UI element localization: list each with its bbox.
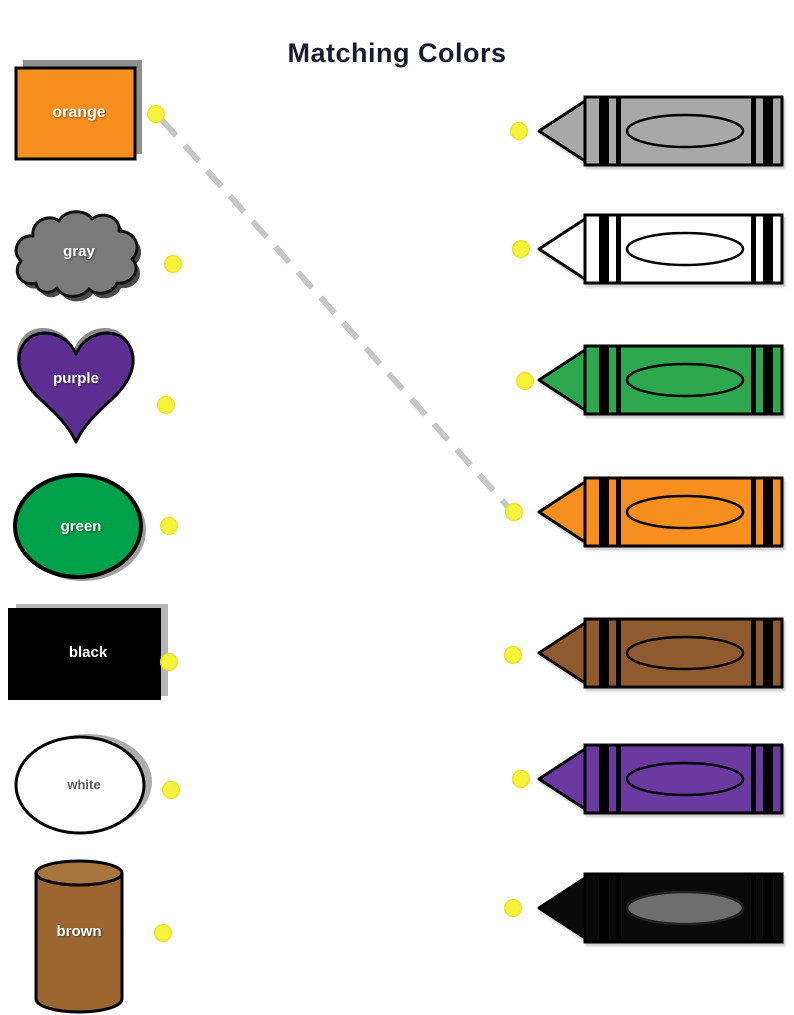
crayon-tip	[537, 621, 587, 685]
square-shape	[14, 66, 137, 161]
crayon-stripe	[616, 97, 621, 165]
crayon-stripe	[751, 619, 756, 687]
crayon-stripe	[616, 619, 621, 687]
crayon-tip	[537, 99, 587, 163]
ellipse-shape	[14, 735, 146, 835]
shape-purple-heart: purple	[8, 318, 144, 452]
shape-black-rectangle: black	[8, 604, 168, 700]
crayon-stripe	[763, 478, 773, 546]
crayon-tip	[537, 876, 587, 940]
dot-shape-black[interactable]	[160, 653, 178, 671]
connection-line-orange-to-orange-crayon	[159, 118, 511, 509]
heart-shape	[17, 331, 135, 444]
dot-shape-orange[interactable]	[147, 105, 165, 123]
dot-crayon-black[interactable]	[504, 899, 522, 917]
crayon-label-ellipse	[625, 494, 745, 530]
dot-shape-brown[interactable]	[154, 924, 172, 942]
dot-shape-white[interactable]	[162, 781, 180, 799]
ellipse-shape	[13, 473, 143, 579]
cylinder-body	[34, 872, 124, 1014]
crayon-label-ellipse	[625, 113, 745, 149]
cylinder-top	[34, 859, 124, 887]
dot-shape-purple[interactable]	[157, 396, 175, 414]
crayon-black	[535, 869, 787, 947]
crayon-orange	[535, 473, 787, 551]
cloud-shape	[14, 210, 139, 298]
crayon-tip	[537, 747, 587, 811]
crayon-stripe	[751, 478, 756, 546]
crayon-stripe	[616, 745, 621, 813]
crayon-label-ellipse	[625, 362, 745, 398]
crayon-stripe	[763, 215, 773, 283]
crayon-green	[535, 341, 787, 419]
crayon-stripe	[763, 874, 773, 942]
crayon-tip	[537, 348, 587, 412]
shape-white-ellipse: white	[12, 732, 156, 838]
crayon-gray	[535, 92, 787, 170]
crayon-stripe	[763, 619, 773, 687]
crayon-stripe	[763, 346, 773, 414]
shape-gray-cloud: gray	[10, 203, 148, 303]
crayon-stripe	[751, 215, 756, 283]
dot-crayon-brown[interactable]	[504, 646, 522, 664]
dot-shape-gray[interactable]	[164, 255, 182, 273]
dot-crayon-orange[interactable]	[505, 503, 523, 521]
crayon-stripe	[763, 745, 773, 813]
crayon-white	[535, 210, 787, 288]
crayon-stripe	[751, 745, 756, 813]
shape-orange-square: orange	[14, 60, 144, 162]
crayon-stripe	[751, 346, 756, 414]
crayon-stripe	[599, 619, 609, 687]
crayon-stripe	[599, 97, 609, 165]
dot-crayon-purple[interactable]	[512, 770, 530, 788]
dot-crayon-green[interactable]	[516, 372, 534, 390]
crayon-stripe	[599, 745, 609, 813]
dot-crayon-gray[interactable]	[510, 122, 528, 140]
rectangle-shape	[8, 608, 161, 700]
crayon-stripe	[599, 874, 609, 942]
shape-brown-cylinder: brown	[32, 857, 126, 1015]
crayon-stripe	[599, 478, 609, 546]
crayon-tip	[537, 217, 587, 281]
shape-green-ellipse: green	[13, 473, 149, 583]
crayon-label-ellipse	[625, 231, 745, 267]
crayon-tip	[537, 480, 587, 544]
crayon-stripe	[751, 874, 756, 942]
crayon-brown	[535, 614, 787, 692]
crayon-stripe	[616, 215, 621, 283]
crayon-stripe	[599, 346, 609, 414]
crayon-stripe	[763, 97, 773, 165]
crayon-label-ellipse	[625, 890, 745, 926]
crayon-stripe	[751, 97, 756, 165]
crayon-stripe	[616, 478, 621, 546]
crayon-purple	[535, 740, 787, 818]
dot-shape-green[interactable]	[160, 517, 178, 535]
crayon-label-ellipse	[625, 635, 745, 671]
crayon-stripe	[599, 215, 609, 283]
dot-crayon-white[interactable]	[512, 240, 530, 258]
crayon-label-ellipse	[625, 761, 745, 797]
crayon-stripe	[616, 346, 621, 414]
crayon-stripe	[616, 874, 621, 942]
page-title: Matching Colors	[287, 38, 507, 68]
